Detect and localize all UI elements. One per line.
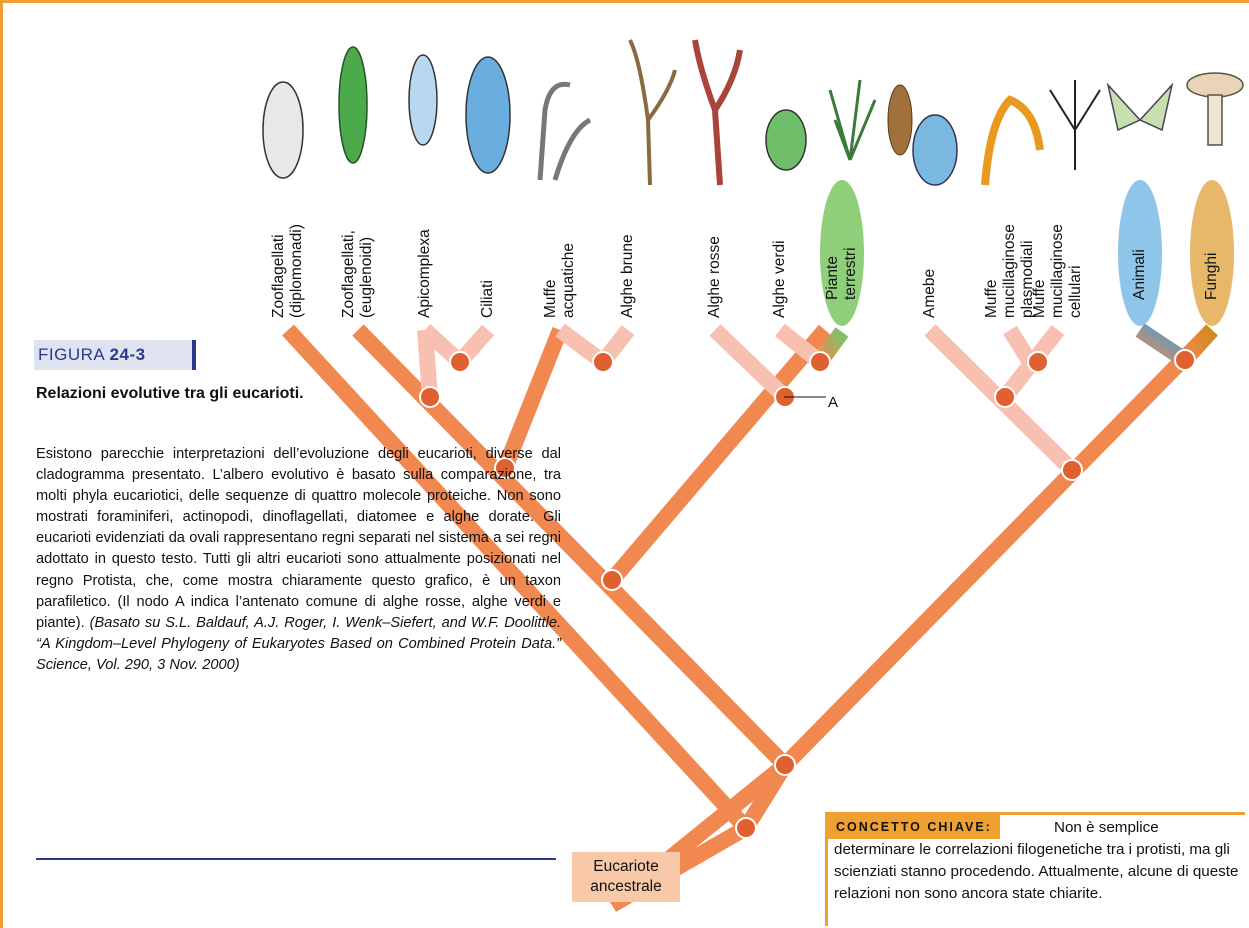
figure-label: FIGURA 24-3 <box>34 340 196 370</box>
taxon-label-2: Apicomplexa <box>416 229 434 318</box>
apicomplexa-illustration <box>409 55 437 145</box>
key-concept-box: Non è semplice determinare le correlazio… <box>825 812 1245 926</box>
root-label: Eucariote ancestrale <box>572 852 680 902</box>
caption-text: Esistono parecchie interpretazioni dell’… <box>36 446 561 631</box>
taxon-label-7: Alghe verdi <box>771 240 789 318</box>
plasmodial-slime-mold-illustration <box>985 100 1040 185</box>
taxon-label-1: Zooflagellati, (euglenoidi) <box>340 230 376 318</box>
brown-algae-illustration <box>630 40 675 185</box>
node-a-label: A <box>828 394 838 411</box>
diplomonad-illustration <box>263 82 303 178</box>
water-mold-illustration <box>540 84 590 180</box>
taxon-label-11: Muffe mucillaginose cellulari <box>1031 224 1085 318</box>
root-label-text: Eucariote ancestrale <box>590 858 662 895</box>
taxon-label-4: Muffe acquatiche <box>542 243 578 318</box>
taxon-label-8: Piante terrestri <box>824 247 860 300</box>
euglenoid-illustration <box>339 47 367 163</box>
taxon-label-9: Amebe <box>921 269 939 318</box>
taxon-label-0: Zooflagellati (diplomonadi) <box>270 224 306 318</box>
branch-muffe-plasmodiali <box>1010 330 1030 362</box>
plant-illustration <box>830 80 875 160</box>
caption-divider <box>36 858 556 860</box>
node-8 <box>810 352 830 372</box>
green-algae-illustration <box>766 110 806 170</box>
node-2 <box>775 755 795 775</box>
taxon-label-12: Animali <box>1131 249 1149 300</box>
taxon-label-10: Muffe mucillaginose plasmodiali <box>983 224 1037 318</box>
caption-citation: (Basato su S.L. Baldauf, A.J. Roger, I. … <box>36 615 561 673</box>
taxon-label-5: Alghe brune <box>619 234 637 318</box>
node-5 <box>420 387 440 407</box>
branch-alghe-rosse <box>715 330 785 397</box>
mushroom-cap-illustration <box>1187 73 1243 97</box>
cellular-slime-mold-illustration <box>1050 80 1100 170</box>
ciliate-illustration <box>466 57 510 173</box>
node-root <box>736 818 756 838</box>
taxon-label-13: Funghi <box>1203 253 1221 300</box>
node-11 <box>1028 352 1048 372</box>
node-10 <box>995 387 1015 407</box>
node-3 <box>602 570 622 590</box>
figure-title: Relazioni evolutive tra gli eucarioti. <box>36 384 316 404</box>
mushroom-stem-illustration <box>1208 95 1222 145</box>
figure-number: 24-3 <box>110 345 146 364</box>
red-algae-illustration <box>695 40 740 185</box>
node-7 <box>593 352 613 372</box>
taxon-label-3: Ciliati <box>479 280 497 318</box>
taxon-label-6: Alghe rosse <box>706 236 724 318</box>
moth-illustration <box>1108 85 1172 130</box>
figure-label-prefix: FIGURA <box>38 345 104 364</box>
node-12 <box>1175 350 1195 370</box>
node-6 <box>450 352 470 372</box>
pine-cone-illustration <box>888 85 912 155</box>
branch-to-plant-clade <box>612 330 825 580</box>
amoeba-illustration <box>913 115 957 185</box>
node-9 <box>1062 460 1082 480</box>
key-concept-heading: CONCETTO CHIAVE: <box>828 815 1000 839</box>
figure-caption: Esistono parecchie interpretazioni dell’… <box>36 444 561 676</box>
